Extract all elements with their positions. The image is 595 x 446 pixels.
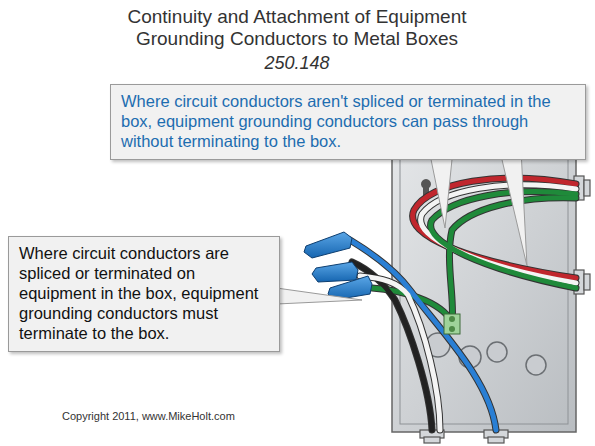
callout-box: Where circuit conductors are spliced or … xyxy=(8,236,280,352)
callout-text: Where circuit conductors are spliced or … xyxy=(19,243,269,343)
wire-nut xyxy=(304,232,372,300)
callout-box: Where circuit conductors aren't spliced … xyxy=(110,84,586,160)
copyright-note: Copyright 2011, www.MikeHolt.com xyxy=(62,410,322,422)
ground-screw xyxy=(444,314,460,334)
callout-text: Where circuit conductors aren't spliced … xyxy=(121,91,575,151)
code-section: 250.148 xyxy=(197,53,397,74)
diagram-title: Continuity and Attachment of Equipment G… xyxy=(97,6,497,50)
conductor-wires xyxy=(350,178,576,430)
